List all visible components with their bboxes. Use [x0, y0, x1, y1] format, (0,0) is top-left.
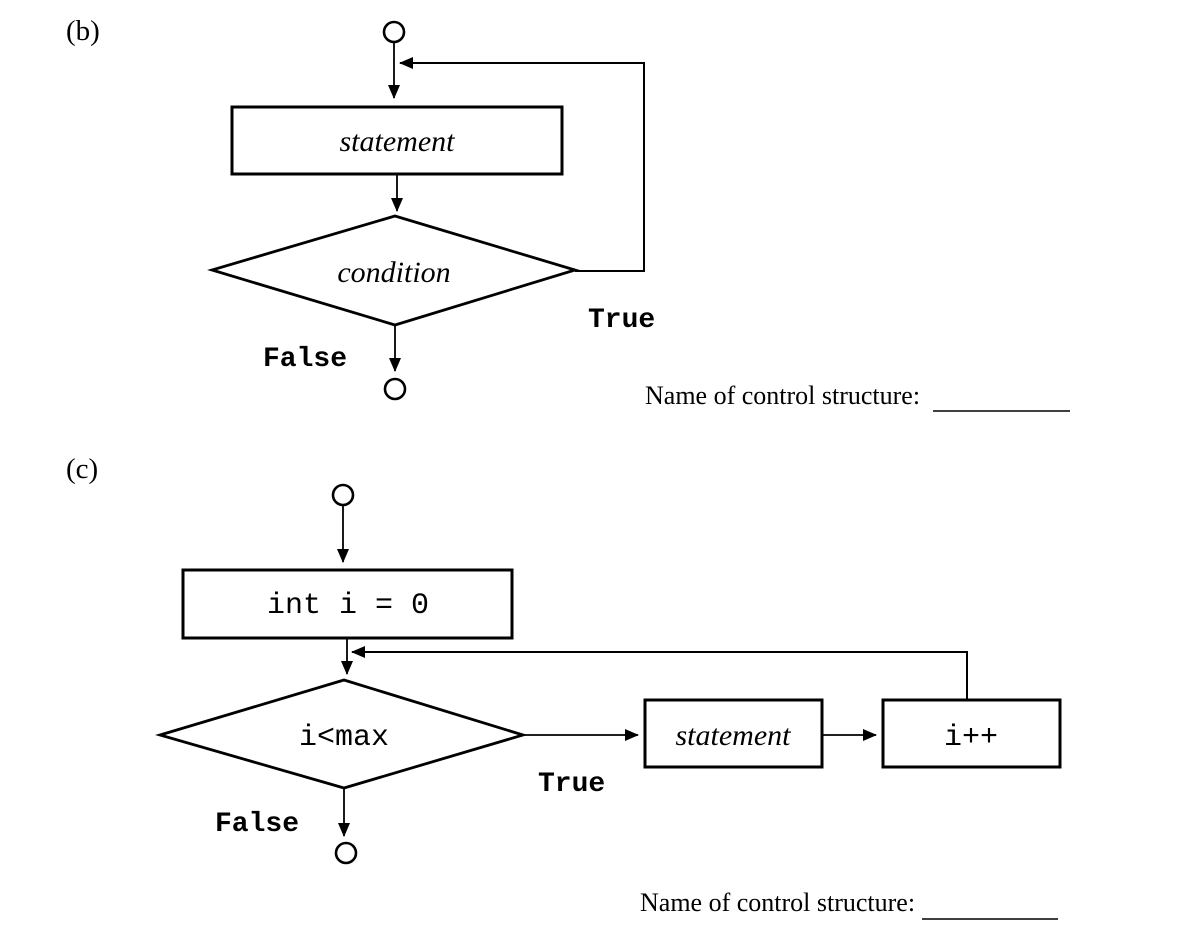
decision-label: i<max — [299, 721, 389, 755]
decision-diamond-imax — [155, 678, 528, 790]
start-terminal-icon — [331, 483, 355, 507]
process-label: statement — [340, 125, 456, 158]
true-branch-label: True — [588, 305, 655, 336]
section-label-b: (b) — [66, 15, 100, 47]
false-branch-label: False — [215, 809, 299, 840]
decision-label: condition — [337, 256, 450, 289]
end-terminal-icon — [383, 377, 407, 401]
flowchart-b: (b) statement condition True False — [66, 15, 1070, 412]
loop-back-arrow — [351, 646, 968, 700]
caption-text: Name of control structure: — [645, 381, 920, 410]
increment-label: i++ — [944, 721, 998, 755]
decision-diamond-condition — [207, 214, 580, 327]
init-label: int i = 0 — [267, 589, 429, 623]
process-box-statement — [230, 105, 564, 176]
loop-back-arrow — [399, 57, 645, 272]
false-branch-label: False — [263, 344, 347, 375]
caption-text: Name of control structure: — [640, 888, 915, 917]
section-label-c: (c) — [66, 453, 98, 485]
end-terminal-icon — [334, 841, 358, 865]
flowchart-c: (c) int i = 0 i<max True statement — [66, 453, 1062, 920]
process-label: statement — [676, 719, 792, 752]
process-box-statement — [643, 698, 824, 769]
process-box-increment — [881, 698, 1062, 769]
true-branch-label: True — [538, 769, 605, 800]
start-terminal-icon — [382, 20, 406, 44]
